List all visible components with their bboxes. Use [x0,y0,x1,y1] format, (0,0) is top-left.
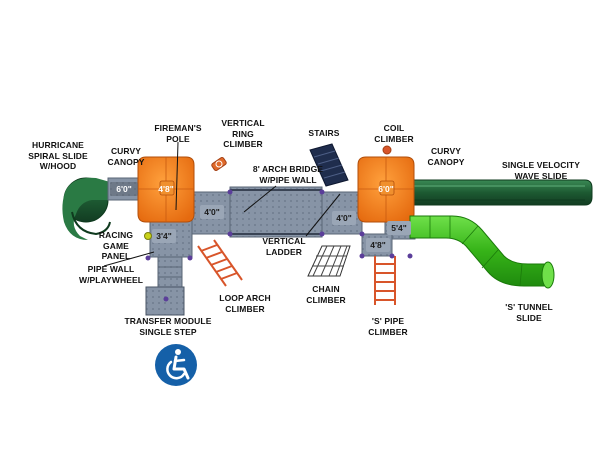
label-vertical-ring-climber: VERTICAL RING CLIMBER [221,118,265,149]
vertical-ring-climber [211,156,227,172]
leader-lines [103,141,341,267]
label-single-velocity-wave-slide: SINGLE VELOCITY WAVE SLIDE [501,160,580,181]
height-right-slide-deck: 5'4" [391,223,407,233]
height-left-tower: 4'8" [158,184,174,194]
label-hurricane-spiral-slide: HURRICANE SPIRAL SLIDE W/HOOD [28,140,88,171]
loop-arch-climber [197,239,243,287]
label-vertical-ladder: VERTICAL LADDER [262,236,306,257]
label-coil-climber: COIL CLIMBER [374,123,414,144]
chain-climber [307,245,351,277]
height-left-lower-deck: 3'4" [156,231,172,241]
height-badges: 6'0" 4'8" 4'0" 3'4" 6'0" 4'0" 5'4" 4'8" [110,182,411,252]
s-tunnel-slide [409,215,555,289]
s-pipe-climber [374,256,396,305]
label-s-pipe-climber: 'S' PIPE CLIMBER [368,316,408,337]
posts [145,189,413,302]
wheelchair-icon [155,344,197,386]
racing-game-panel [144,232,152,240]
label-curvy-canopy-left: CURVY CANOPY [107,146,145,167]
wave-slide [404,179,593,206]
label-firemans-pole: FIREMAN'S POLE [154,123,202,144]
label-chain-climber: CHAIN CLIMBER [306,284,346,305]
height-right-lower-deck: 4'8" [370,240,386,250]
label-racing-game-panel: RACING GAME PANEL [98,230,134,261]
left-canopy [137,156,195,223]
label-curvy-canopy-right: CURVY CANOPY [427,146,465,167]
spiral-slide [62,177,111,240]
height-left-slide-deck: 6'0" [116,184,132,194]
height-left-center-deck: 4'0" [204,207,220,217]
stairs [309,143,349,187]
label-transfer-module: TRANSFER MODULE SINGLE STEP [124,316,212,337]
height-right-center-deck: 4'0" [336,213,352,223]
label-pipe-wall: PIPE WALL W/PLAYWHEEL [78,264,144,285]
right-canopy [357,145,415,223]
label-arch-bridge: 8' ARCH BRIDGE W/PIPE WALL [252,164,324,185]
label-stairs: STAIRS [308,128,340,138]
label-s-tunnel-slide: 'S' TUNNEL SLIDE [505,302,553,323]
height-right-tower: 6'0" [378,184,394,194]
label-loop-arch-climber: LOOP ARCH CLIMBER [219,293,271,314]
